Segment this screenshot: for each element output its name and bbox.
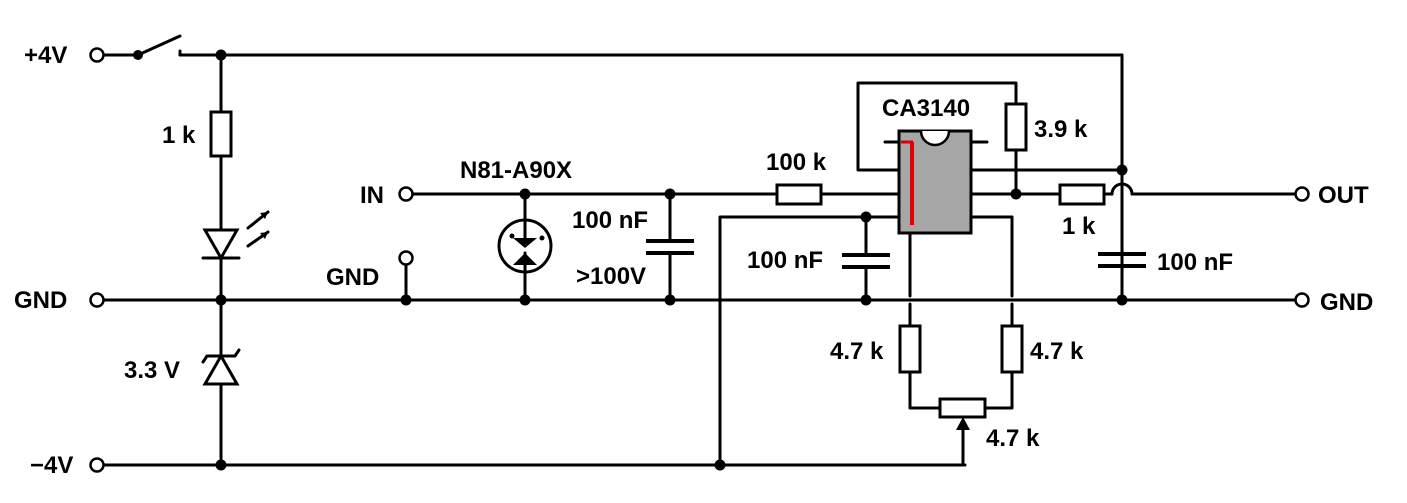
pin-capacitor-label: 100 nF	[747, 247, 823, 274]
output-capacitor	[1098, 252, 1146, 268]
zener-label: 3.3 V	[124, 357, 180, 384]
led-light-arrows-icon	[246, 210, 270, 248]
input-capacitor	[646, 192, 694, 302]
feedback-loop	[856, 81, 1028, 196]
minus4v-terminal[interactable]	[89, 457, 105, 473]
in-label: IN	[360, 182, 384, 209]
minus4v-label: −4V	[30, 452, 73, 479]
tube-label: N81-A90X	[460, 157, 572, 184]
plus4v-label: +4V	[24, 42, 67, 69]
ic-body	[897, 129, 973, 235]
offset-trim-network	[898, 215, 1024, 467]
ic-label: CA3140	[882, 95, 970, 122]
ic-notch	[919, 130, 951, 147]
input-capacitor-label: 100 nF	[572, 207, 648, 234]
led-triangle	[202, 228, 240, 262]
power-switch-pivot	[133, 50, 143, 60]
gnd-input-terminal[interactable]	[398, 250, 414, 266]
trim-resistor-left-label: 4.7 k	[830, 338, 884, 365]
out-terminal[interactable]	[1294, 186, 1310, 202]
feedback-resistor-label: 3.9 k	[1034, 116, 1088, 143]
glow-tube-n81-a90x	[497, 192, 553, 302]
trim-resistor-right-label: 4.7 k	[1030, 338, 1084, 365]
led-branch	[201, 53, 270, 302]
ic-ca3140	[883, 129, 989, 235]
input-capacitor-voltage-label: >100V	[576, 263, 646, 290]
pot-wiper-arrow	[956, 417, 970, 430]
gnd-left-terminal[interactable]	[89, 292, 105, 308]
gnd-input-label: GND	[326, 264, 379, 291]
pin4-wiring	[718, 215, 904, 467]
input-resistor-label: 100 k	[766, 149, 827, 176]
led-resistor-label: 1 k	[162, 122, 196, 149]
zener-triangle	[202, 352, 240, 386]
plus4v-terminal[interactable]	[89, 47, 105, 63]
plus4v-rail	[102, 34, 1124, 302]
potentiometer-label: 4.7 k	[986, 425, 1040, 452]
in-terminal[interactable]	[398, 186, 414, 202]
gnd-left-label: GND	[14, 287, 67, 314]
gnd-right-label: GND	[1320, 289, 1373, 316]
output-capacitor-label: 100 nF	[1157, 249, 1233, 276]
junction-dots	[215, 49, 1128, 471]
zener-branch	[201, 298, 241, 467]
output-resistor-label: 1 k	[1062, 213, 1096, 240]
gnd-right-terminal[interactable]	[1294, 292, 1310, 308]
out-label: OUT	[1318, 182, 1369, 209]
output-resistor-1k	[1058, 182, 1299, 206]
input-resistor-100k	[775, 183, 904, 206]
